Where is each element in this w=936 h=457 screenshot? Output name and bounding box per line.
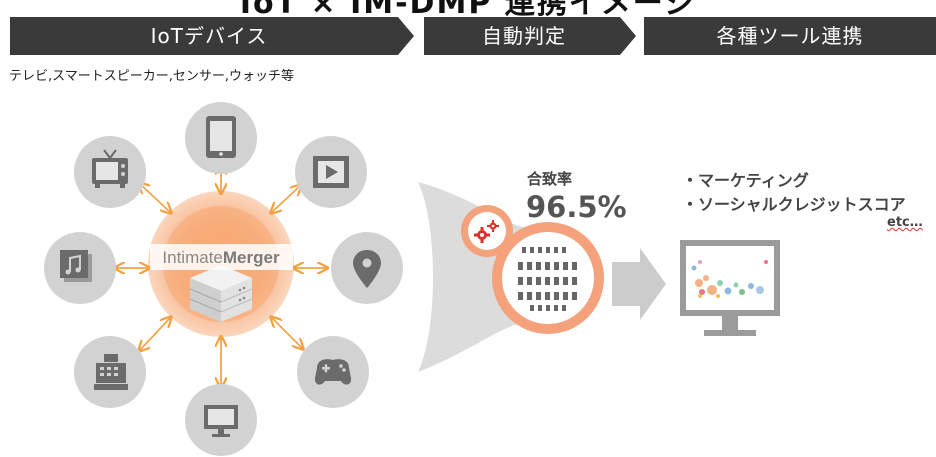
diagram-title: IoT × IM-DMP 連携イメージ bbox=[239, 0, 697, 21]
hub-logo: IntimateMerger bbox=[162, 248, 280, 267]
gear-circle-inner bbox=[468, 212, 506, 250]
dashboard-monitor-icon bbox=[680, 240, 780, 336]
television-icon bbox=[92, 149, 128, 188]
spokes bbox=[116, 166, 326, 386]
hub-logo-backdrop bbox=[150, 244, 293, 270]
hub-logo-plain: Intimate bbox=[162, 248, 222, 267]
match-rate-value: 96.5% bbox=[526, 190, 627, 224]
location-pin-icon bbox=[353, 250, 381, 288]
music-album-icon bbox=[60, 250, 92, 282]
game-controller-icon bbox=[314, 359, 352, 385]
people-icons bbox=[518, 247, 577, 311]
step-label-tools: 各種ツール連携 bbox=[716, 24, 864, 48]
step-banner-iot bbox=[10, 17, 414, 55]
step-banner-tools bbox=[644, 17, 936, 55]
monitor-icon bbox=[204, 405, 238, 437]
tool-item-credit-score: ・ソーシャルクレジットスコア bbox=[682, 195, 906, 214]
video-player-icon bbox=[313, 156, 349, 188]
flow-arrow bbox=[612, 248, 666, 320]
tablet-icon bbox=[206, 116, 236, 158]
device-examples: テレビ,スマートスピーカー,センサー,ウォッチ等 bbox=[9, 69, 295, 84]
match-rate-label: 合致率 bbox=[527, 170, 573, 188]
gear-icon bbox=[474, 220, 499, 243]
server-icon bbox=[189, 265, 253, 322]
hub-logo-bold: Merger bbox=[223, 248, 280, 267]
step-label-iot: IoTデバイス bbox=[150, 24, 268, 48]
tool-list: ・マーケティング ・ソーシャルクレジットスコア bbox=[682, 169, 906, 217]
tool-etc: etc… bbox=[887, 215, 923, 230]
cash-register-icon bbox=[94, 354, 128, 390]
step-banner-judge bbox=[424, 17, 636, 55]
tool-item-marketing: ・マーケティング bbox=[682, 171, 809, 190]
step-label-judge: 自動判定 bbox=[482, 24, 566, 48]
